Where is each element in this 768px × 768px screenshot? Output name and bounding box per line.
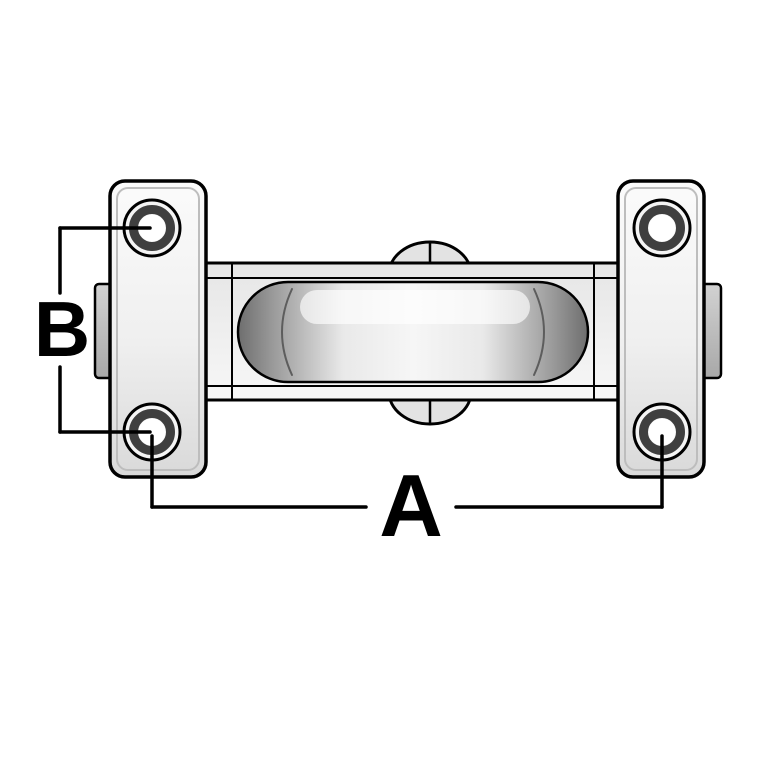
- roller-left-end-arc: [281, 288, 293, 376]
- dimension-label-a: A: [379, 456, 443, 555]
- dimension-b: [58, 226, 152, 434]
- roller-right-end-arc: [533, 288, 545, 376]
- dimension-label-b: B: [34, 285, 90, 373]
- dimension-a: [150, 434, 664, 509]
- left-plate-bevel-line: [116, 187, 200, 471]
- left-mounting-plate: [108, 179, 208, 479]
- bracket-assembly: [93, 179, 723, 479]
- screw-hole-top-right: [632, 198, 692, 258]
- roller-highlight: [300, 290, 530, 324]
